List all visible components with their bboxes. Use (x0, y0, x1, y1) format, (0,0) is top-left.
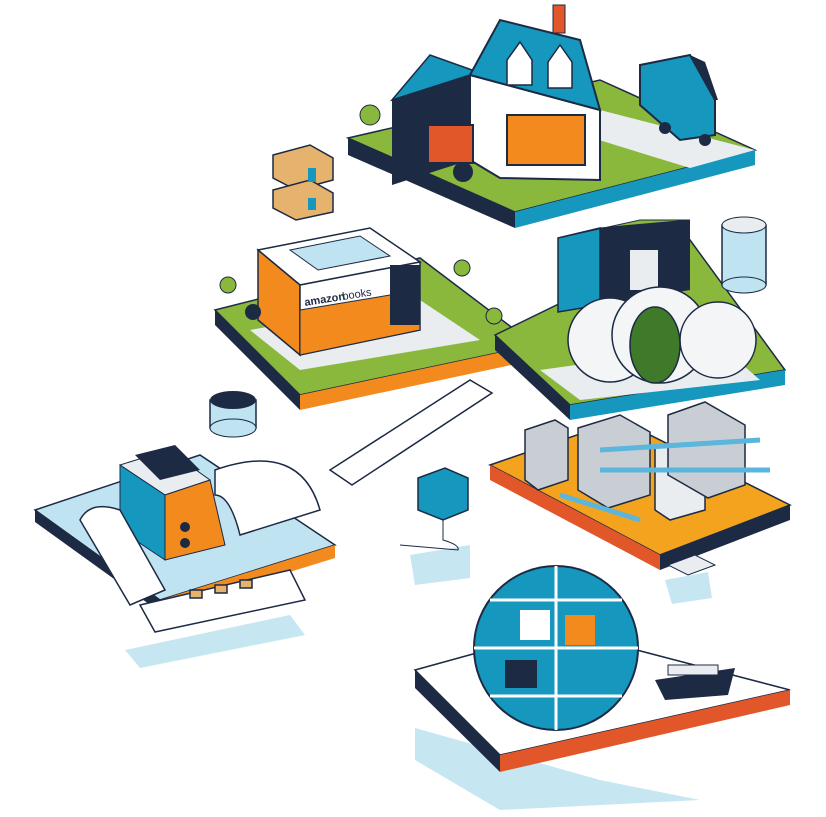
globe (473, 565, 639, 731)
cargo-ship (655, 664, 735, 700)
amazon-books-store: amazon books (219, 227, 503, 357)
delivery-van (639, 53, 718, 146)
stacked-boxes (272, 144, 334, 221)
house (359, 4, 602, 185)
echo-input-cube (399, 467, 469, 551)
office-tower (557, 219, 691, 313)
server-racks (524, 401, 770, 523)
glass-spheres (567, 286, 757, 384)
sign-suffix: books (342, 286, 373, 303)
warehouse-building (118, 445, 226, 561)
conveyor-belts (79, 379, 494, 633)
echo-speaker-top (721, 216, 767, 294)
chip (666, 554, 717, 576)
echo-dot (209, 391, 257, 438)
